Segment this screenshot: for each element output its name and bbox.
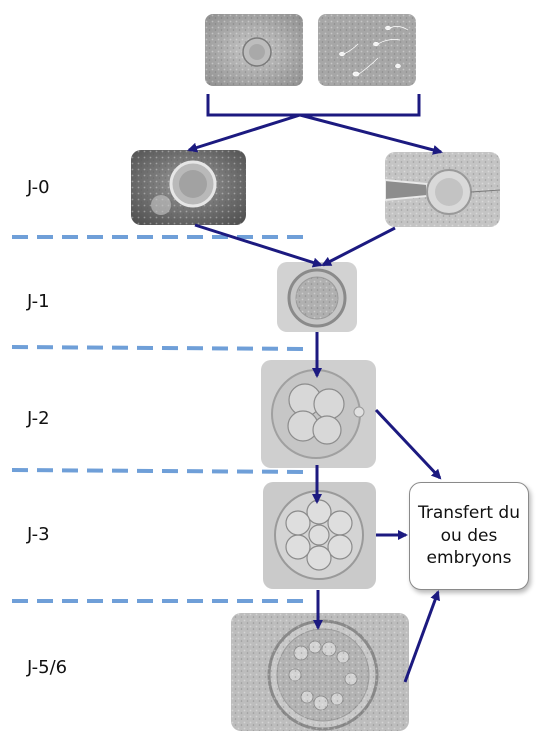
day-label-j1: J-1 bbox=[27, 291, 50, 312]
arrow-ivf-to-zygote bbox=[194, 223, 323, 268]
day-label-j56: J-5/6 bbox=[27, 657, 68, 678]
arrow-icsi-to-zygote bbox=[321, 226, 396, 267]
zygote-micrograph bbox=[277, 262, 357, 332]
day-label-j2: J-2 bbox=[27, 408, 50, 429]
oocyte-micrograph bbox=[205, 14, 303, 86]
sperm-micrograph bbox=[318, 14, 416, 86]
day-label-j0: J-0 bbox=[27, 177, 50, 198]
arrow-blastocyst-to-transfer bbox=[403, 590, 440, 683]
day2-embryo-micrograph bbox=[261, 360, 376, 468]
icsi-micrograph bbox=[385, 152, 500, 227]
arrow-day2-to-transfer bbox=[374, 408, 442, 480]
gamete-bracket bbox=[206, 94, 421, 117]
arrow-bracket-to-ivf bbox=[187, 113, 301, 153]
embryo-transfer-text: Transfert du ou des embryons bbox=[418, 502, 520, 569]
day-label-j3: J-3 bbox=[27, 524, 50, 545]
day-divider-2 bbox=[11, 345, 313, 351]
arrow-bracket-to-icsi bbox=[299, 113, 443, 155]
blastocyst-micrograph bbox=[231, 613, 409, 731]
ivf-oocyte-micrograph bbox=[131, 150, 246, 225]
embryo-transfer-box: Transfert du ou des embryons bbox=[409, 482, 529, 590]
day3-embryo-micrograph bbox=[263, 482, 376, 589]
day-divider-3 bbox=[11, 468, 313, 474]
